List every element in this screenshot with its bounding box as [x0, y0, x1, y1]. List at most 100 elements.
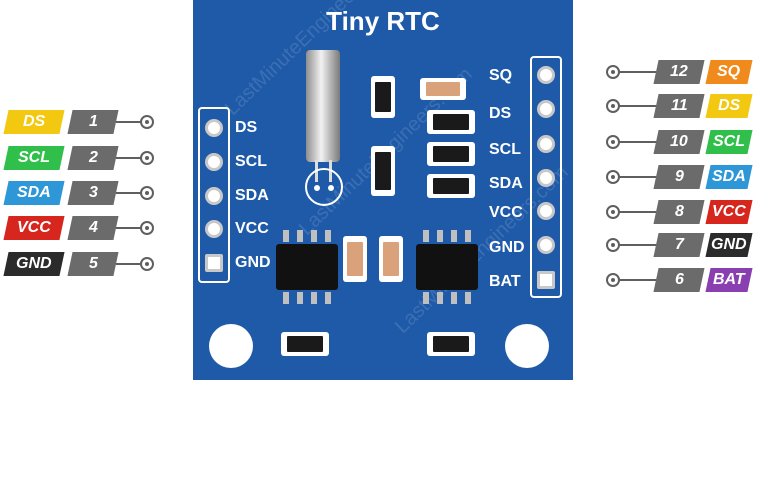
pin-lead-line [116, 192, 142, 194]
pin-number: 12 [670, 63, 688, 80]
pin-name: SQ [717, 63, 741, 80]
pin-row-sda: SDA 3 [0, 181, 160, 205]
pin-name: DS [717, 97, 741, 114]
pin-row-scl: SCL 2 [0, 146, 160, 170]
board-pin-label: SCL [489, 141, 521, 158]
pin-number-tag: 11 [653, 94, 705, 118]
pin-row-gnd: GND 5 [0, 252, 160, 276]
pin-lead-line [618, 176, 658, 178]
chip-pin [283, 292, 289, 304]
board-title: Tiny RTC [326, 6, 440, 36]
pin-terminal-icon [140, 257, 154, 271]
pin-terminal-icon [140, 186, 154, 200]
crystal-solder-point [328, 185, 334, 191]
pin-terminal-icon [140, 151, 154, 165]
board-pin-label: VCC [235, 220, 269, 237]
pin-lead-line [618, 244, 658, 246]
chip-pin [451, 230, 457, 242]
pin-name: SCL [18, 149, 50, 166]
eeprom-chip [276, 244, 338, 290]
chip-pin [297, 292, 303, 304]
pin-number-tag: 8 [653, 200, 705, 224]
pin-number: 7 [674, 236, 684, 253]
chip-pin [297, 230, 303, 242]
smd-resistor [427, 332, 475, 356]
chip-pin [423, 292, 429, 304]
pin-number-tag: 1 [67, 110, 119, 134]
pin-name-tag: SCL [705, 130, 753, 154]
chip-pin [437, 292, 443, 304]
header-pad-square [205, 254, 223, 272]
crystal-oscillator [306, 50, 340, 162]
pin-number: 4 [88, 219, 98, 236]
chip-pin [311, 292, 317, 304]
chip-pin [325, 292, 331, 304]
rtc-chip [416, 244, 478, 290]
header-pad [537, 66, 555, 84]
board-pin-label: SCL [235, 153, 267, 170]
pin-name: SDA [17, 184, 51, 201]
header-pad [205, 119, 223, 137]
smd-resistor [281, 332, 329, 356]
header-pad [205, 220, 223, 238]
header-pad [537, 202, 555, 220]
mounting-hole [209, 324, 253, 368]
pin-name: SDA [712, 168, 746, 185]
header-pad [537, 100, 555, 118]
pin-name-tag: VCC [3, 216, 65, 240]
pin-terminal-icon [606, 205, 620, 219]
pin-name: BAT [713, 271, 745, 288]
board-pin-label: SQ [489, 67, 513, 84]
pin-row-ds: 11 DS [604, 94, 754, 118]
header-pad [537, 236, 555, 254]
pin-lead-line [116, 227, 142, 229]
pin-name: DS [22, 113, 46, 130]
pin-lead-line [618, 71, 658, 73]
pin-number-tag: 6 [653, 268, 705, 292]
pin-name: VCC [17, 219, 51, 236]
board-pin-label: GND [235, 254, 271, 271]
pin-number: 6 [674, 271, 684, 288]
smd-capacitor [420, 78, 466, 100]
pin-row-gnd: 7 GND [604, 233, 754, 257]
pin-number-tag: 4 [67, 216, 119, 240]
header-pad [205, 153, 223, 171]
rtc-module-board: Tiny RTC LastMinuteEngineers.com LastMin… [193, 0, 573, 380]
smd-resistor [427, 110, 475, 134]
crystal-outline [305, 168, 343, 206]
header-pad-square [537, 271, 555, 289]
pin-name: VCC [712, 203, 746, 220]
pin-lead-line [618, 105, 658, 107]
pin-name-tag: BAT [705, 268, 753, 292]
smd-capacitor [343, 236, 367, 282]
pin-number: 2 [88, 149, 98, 166]
pin-number-tag: 3 [67, 181, 119, 205]
pin-terminal-icon [140, 115, 154, 129]
chip-pin [325, 230, 331, 242]
pin-number-tag: 7 [653, 233, 705, 257]
pin-number: 8 [674, 203, 684, 220]
right-pin-header [530, 56, 562, 298]
header-pad [537, 135, 555, 153]
pin-name: GND [711, 236, 747, 253]
smd-resistor [427, 174, 475, 198]
chip-pin [451, 292, 457, 304]
crystal-solder-point [314, 185, 320, 191]
pin-name: GND [16, 255, 52, 272]
pin-name: SCL [713, 133, 745, 150]
pin-number-tag: 12 [653, 60, 705, 84]
mounting-hole [505, 324, 549, 368]
chip-pin [311, 230, 317, 242]
pin-number: 5 [88, 255, 98, 272]
pin-row-bat: 6 BAT [604, 268, 754, 292]
board-pin-label: DS [489, 105, 512, 122]
board-pin-label: SDA [235, 187, 269, 204]
left-pin-header [198, 107, 230, 283]
chip-pin [423, 230, 429, 242]
pin-name-tag: SQ [705, 60, 753, 84]
pin-name-tag: SCL [3, 146, 65, 170]
pin-number-tag: 5 [67, 252, 119, 276]
pin-number: 1 [88, 113, 98, 130]
chip-pin [283, 230, 289, 242]
pin-terminal-icon [140, 221, 154, 235]
